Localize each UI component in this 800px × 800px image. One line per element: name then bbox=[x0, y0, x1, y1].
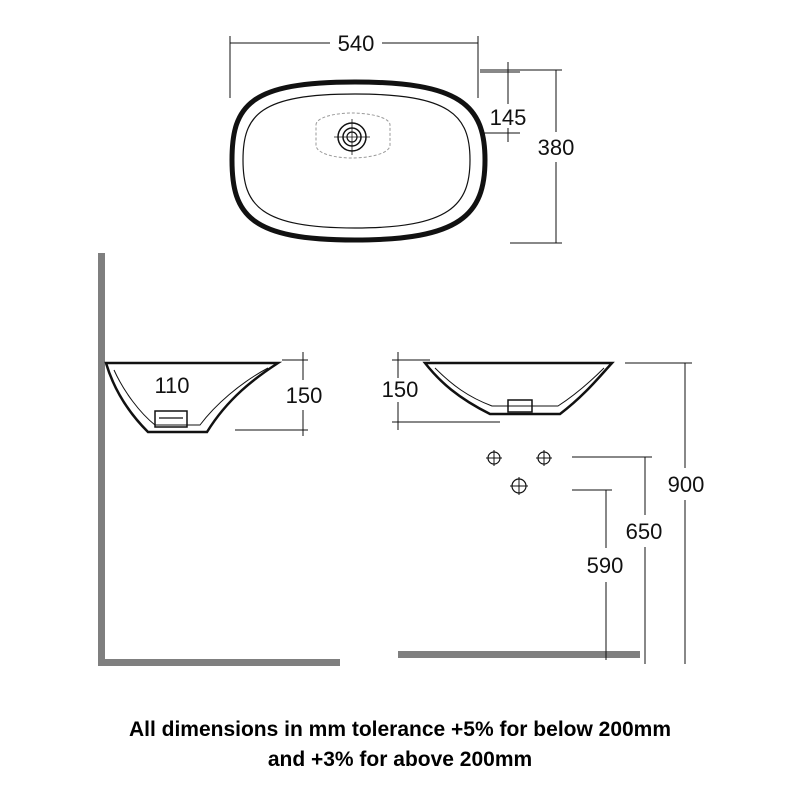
basin-outer-rim bbox=[229, 79, 488, 243]
side-waste-body bbox=[154, 410, 188, 428]
side-height-dimension-label: 150 bbox=[286, 383, 323, 408]
tap-hole-marker-left bbox=[486, 450, 502, 466]
width-dimension-label: 540 bbox=[338, 31, 375, 56]
front-waste-body bbox=[507, 399, 533, 413]
tolerance-note-line-1: All dimensions in mm tolerance +5% for b… bbox=[128, 718, 672, 741]
front-height-dimension-label: 150 bbox=[382, 377, 419, 402]
front-view: 150 900 650 590 bbox=[382, 352, 705, 664]
tap-hole-marker-right bbox=[536, 450, 552, 466]
depth-dimension-label: 380 bbox=[538, 135, 575, 160]
top-height-dimension-label: 900 bbox=[668, 472, 705, 497]
tap-height-dimension-label: 650 bbox=[626, 519, 663, 544]
wall bbox=[98, 253, 105, 666]
waste-outline-dashed bbox=[315, 112, 391, 159]
side-basin-inner bbox=[113, 367, 269, 426]
floor-left bbox=[98, 659, 340, 666]
side-view: 110 150 bbox=[98, 253, 340, 666]
waste-offset-dimension-label: 145 bbox=[490, 105, 527, 130]
waste-height-dimension-label: 590 bbox=[587, 553, 624, 578]
side-basin-outer bbox=[104, 361, 283, 434]
plan-view: 540 145 380 bbox=[229, 31, 575, 244]
side-waste-dimension-label: 110 bbox=[154, 373, 189, 398]
front-basin-inner bbox=[434, 367, 605, 407]
floor-right bbox=[398, 651, 640, 658]
waste-outlet-marker bbox=[510, 477, 528, 495]
tolerance-note-line-2: and +3% for above 200mm bbox=[267, 748, 533, 771]
basin-inner-bowl bbox=[242, 93, 471, 229]
front-basin-outer bbox=[422, 361, 615, 416]
